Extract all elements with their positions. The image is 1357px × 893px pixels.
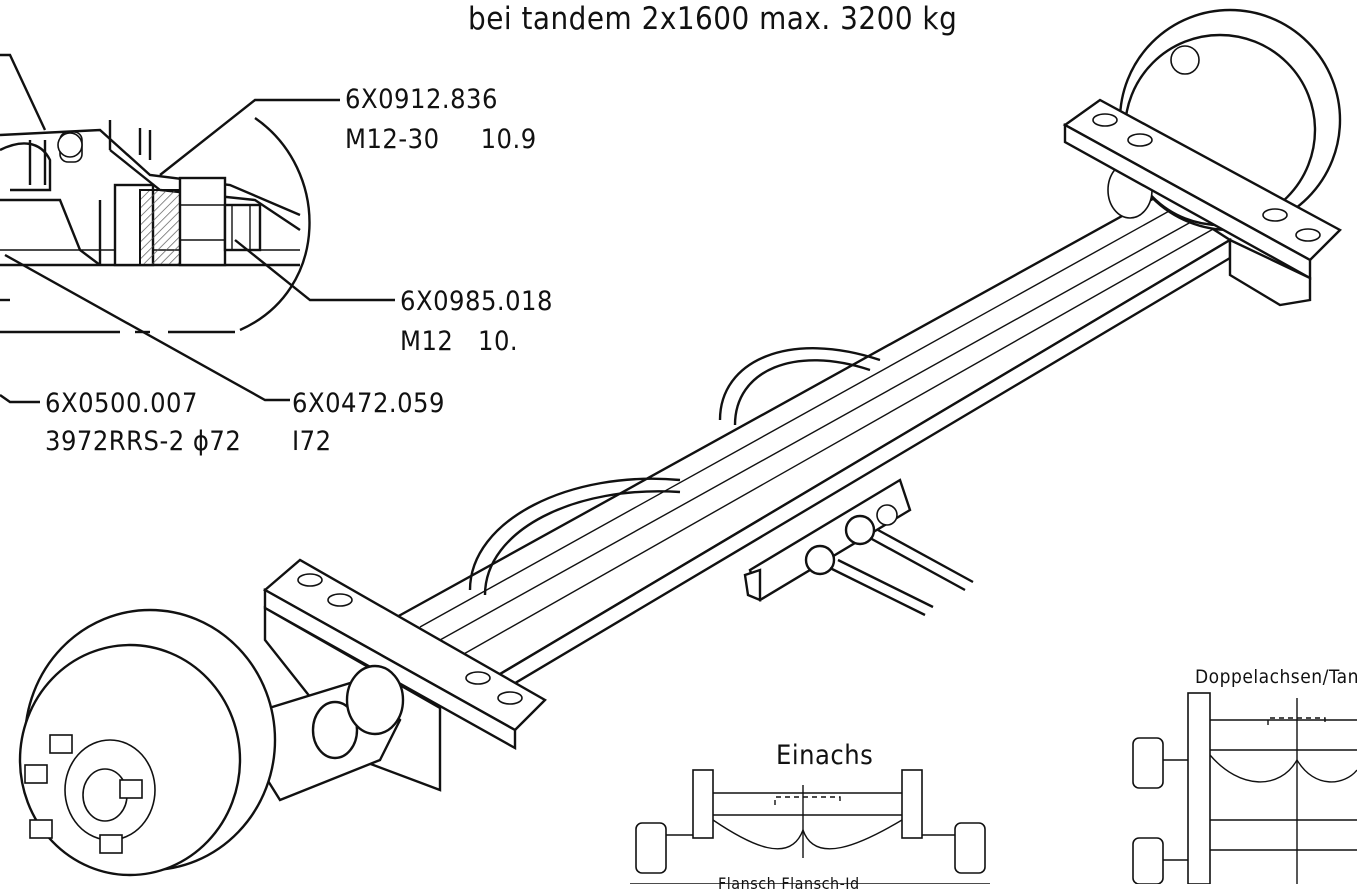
callout-spec: I72 [292, 426, 332, 457]
drawing-title: bei tandem 2x1600 max. 3200 kg [468, 1, 958, 37]
axle-beam [392, 193, 1233, 701]
callout-part-number: 6X0985.018 [400, 286, 553, 317]
inset-tandem-axle [1132, 692, 1357, 884]
detail-section-view [0, 117, 311, 334]
right-mounting-bracket [1062, 98, 1342, 307]
inset-tandem-title: Doppelachsen/Tan [1195, 666, 1357, 688]
brake-cable [468, 347, 881, 596]
inset-single-caption: Flansch Flansch-Id [718, 874, 860, 893]
callout-part-number: 6X0912.836 [345, 84, 498, 115]
inset-single-title: Einachs [776, 740, 874, 771]
inset-single-axle [630, 769, 990, 884]
callout-spec: 3972RRS-2 ϕ72 [45, 426, 242, 457]
callout-spec: M12 10. [400, 326, 519, 357]
center-bracket [743, 478, 974, 617]
left-wheel-hub [18, 608, 405, 877]
callout-spec: M12-30 10.9 [345, 124, 537, 155]
leader-lines [0, 53, 395, 404]
callout-part-number: 6X0500.007 [45, 388, 198, 419]
callout-part-number: 6X0472.059 [292, 388, 445, 419]
